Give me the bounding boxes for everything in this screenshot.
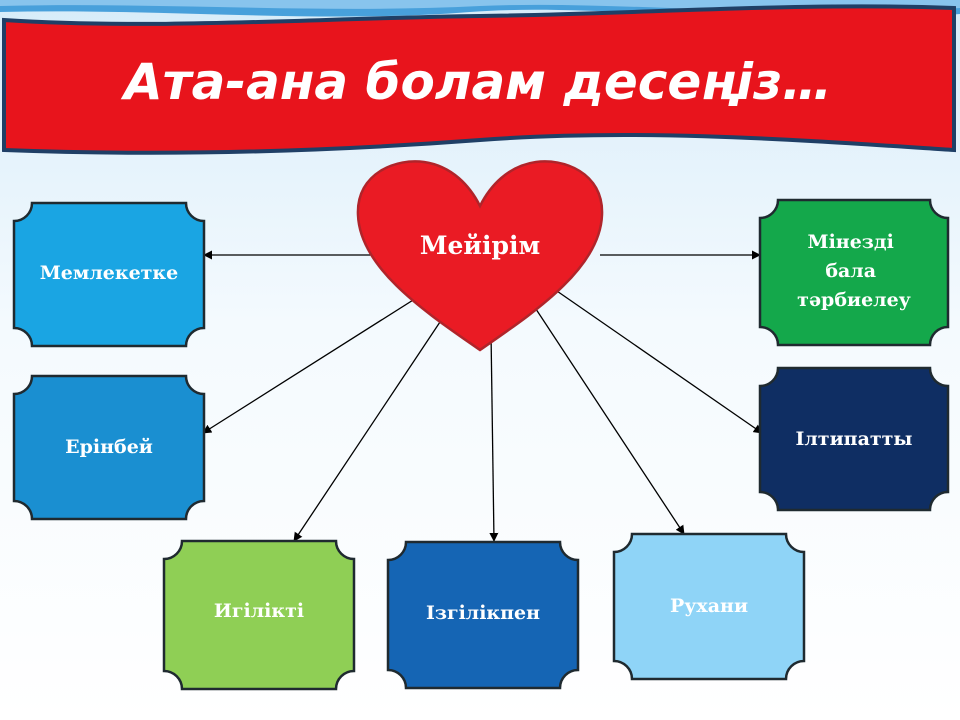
node-label-izgilikpen: Ізгілікпен — [426, 602, 540, 624]
node-label-igilikti: Игілікті — [214, 600, 304, 622]
node-label-minezdi: Мінезді бала тәрбиелеу — [797, 231, 911, 311]
node-izgilikpen: Ізгілікпен — [386, 540, 580, 690]
node-label-erinbei: Ерінбей — [65, 436, 153, 458]
node-label-memleketke: Мемлекетке — [40, 262, 179, 284]
title-text: Ата-ана болам десеңіз… — [120, 53, 832, 111]
heart-center: Мейірім — [356, 160, 604, 352]
heart-label: Мейірім — [420, 231, 540, 260]
node-memleketke: Мемлекетке — [12, 201, 206, 348]
title-banner: Ата-ана болам десеңіз… — [2, 4, 956, 155]
node-erinbei: Ерінбей — [12, 374, 206, 521]
node-ruhani: Рухани — [612, 532, 806, 681]
node-igilikti: Игілікті — [162, 539, 356, 691]
node-iltipatty: Ілтипатты — [758, 366, 950, 512]
node-minezdi: Мінезді бала тәрбиелеу — [758, 198, 950, 347]
node-label-iltipatty: Ілтипатты — [796, 428, 913, 450]
node-label-ruhani: Рухани — [670, 595, 748, 617]
